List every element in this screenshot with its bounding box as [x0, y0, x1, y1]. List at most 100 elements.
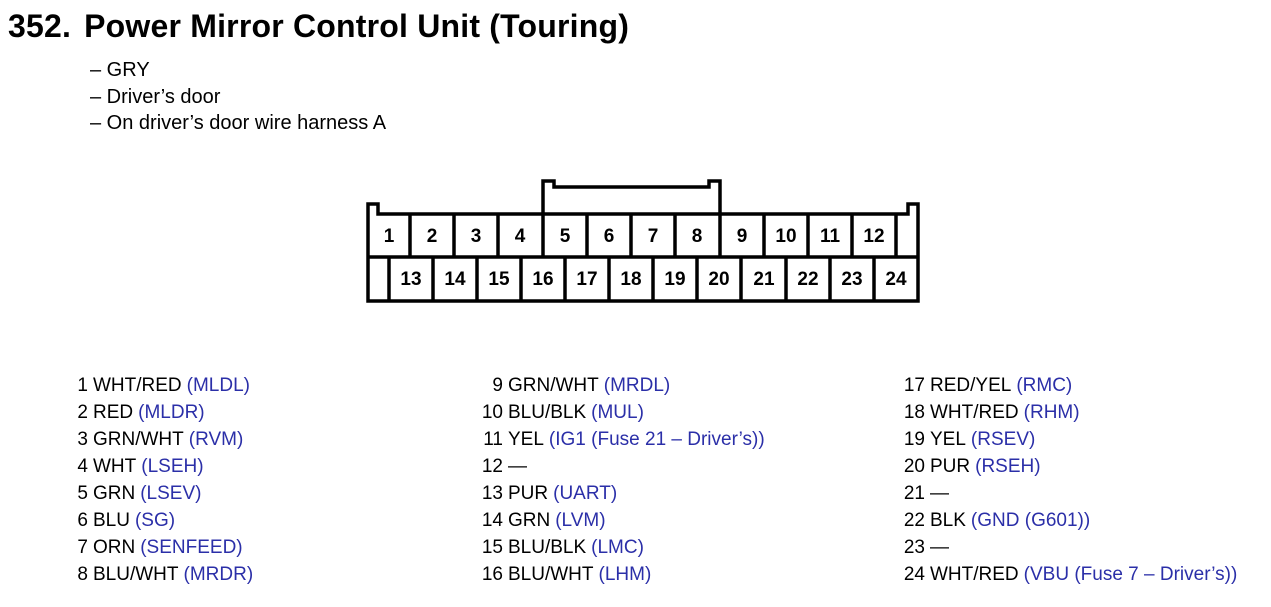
wire-color: WHT	[93, 456, 137, 477]
pin-label: 2	[77, 402, 88, 423]
wire-color: GRN/WHT	[93, 429, 184, 450]
signal-name: (VBU (Fuse 7 – Driver’s))	[1023, 564, 1238, 585]
pin-number: 17	[576, 269, 597, 290]
note-harness: – On driver’s door wire harness A	[90, 112, 387, 134]
pin-label: 3	[77, 429, 88, 450]
note-location: – Driver’s door	[90, 85, 221, 108]
signal-name: (LHM)	[598, 564, 652, 585]
pin-number: 21	[753, 269, 775, 290]
wire-color: ORN	[93, 537, 136, 558]
pin-label: 10	[481, 402, 503, 423]
pin-number: 19	[664, 269, 685, 290]
pin-label: 6	[77, 510, 88, 531]
signal-name: (LSEV)	[140, 483, 202, 504]
wire-color: —	[930, 537, 949, 558]
note-connector-color: – GRY	[90, 59, 150, 81]
pin-label: 21	[903, 483, 925, 504]
signal-name: (RSEV)	[970, 429, 1036, 450]
wire-color: GRN/WHT	[508, 375, 599, 396]
pin-label: 24	[903, 564, 925, 585]
wire-color: BLU/BLK	[508, 537, 587, 558]
wire-color: WHT/RED	[930, 564, 1019, 585]
pin-label: 17	[903, 375, 925, 396]
pin-label: 11	[483, 429, 503, 450]
pin-label: 13	[481, 483, 503, 504]
pin-number: 15	[488, 269, 510, 290]
signal-name: (IG1 (Fuse 21 – Driver’s))	[548, 429, 765, 450]
pin-label: 20	[903, 456, 925, 477]
list-item: 12—	[480, 453, 765, 480]
pin-label: 16	[481, 564, 503, 585]
pin-label: 9	[492, 375, 503, 396]
pin-label: 14	[481, 510, 503, 531]
wire-color: RED/YEL	[930, 375, 1012, 396]
pin-number: 2	[427, 226, 438, 247]
pin-number: 24	[885, 269, 907, 290]
pin-number: 1	[384, 226, 395, 247]
signal-name: (RHM)	[1023, 402, 1080, 423]
signal-name: (LSEH)	[141, 456, 204, 477]
list-item: 21—	[902, 480, 1237, 507]
pin-number: 23	[841, 269, 862, 290]
pin-number: 22	[797, 269, 818, 290]
connector-notes: – GRY – Driver’s door – On driver’s door…	[90, 57, 386, 137]
signal-name: (LVM)	[555, 510, 606, 531]
pin-label: 1	[77, 375, 88, 396]
pin-number: 8	[692, 226, 703, 247]
wire-color: PUR	[930, 456, 971, 477]
wire-color: BLK	[930, 510, 966, 531]
signal-name: (LMC)	[591, 537, 644, 558]
pin-number: 20	[708, 269, 729, 290]
pin-number: 5	[560, 226, 571, 247]
pin-label: 12	[481, 456, 503, 477]
wire-color: PUR	[508, 483, 549, 504]
wire-color: —	[930, 483, 949, 504]
pin-label: 4	[77, 456, 88, 477]
wire-color: WHT/RED	[930, 402, 1019, 423]
pin-number: 9	[737, 226, 748, 247]
wire-color: BLU	[93, 510, 130, 531]
wire-color: BLU/WHT	[93, 564, 179, 585]
connector-latch	[541, 179, 722, 214]
wire-color: GRN	[93, 483, 136, 504]
pin-number: 14	[444, 269, 466, 290]
wire-color: WHT/RED	[93, 375, 182, 396]
signal-name: (SENFEED)	[140, 537, 243, 558]
signal-name: (RSEH)	[975, 456, 1041, 477]
bottom-row-dividers	[387, 257, 876, 301]
pin-number: 18	[620, 269, 641, 290]
signal-name: (MLDL)	[186, 375, 250, 396]
signal-name: (MLDR)	[138, 402, 205, 423]
page-title: 352.Power Mirror Control Unit (Touring)	[8, 8, 629, 45]
wire-color: GRN	[508, 510, 551, 531]
pin-label: 5	[77, 483, 88, 504]
pin-number: 13	[400, 269, 421, 290]
signal-name: (RVM)	[188, 429, 244, 450]
wire-color: YEL	[508, 429, 544, 450]
pin-number: 12	[863, 226, 884, 247]
pin-number: 4	[515, 226, 526, 247]
wire-color: BLU/WHT	[508, 564, 594, 585]
signal-name: (GND (G601))	[970, 510, 1091, 531]
